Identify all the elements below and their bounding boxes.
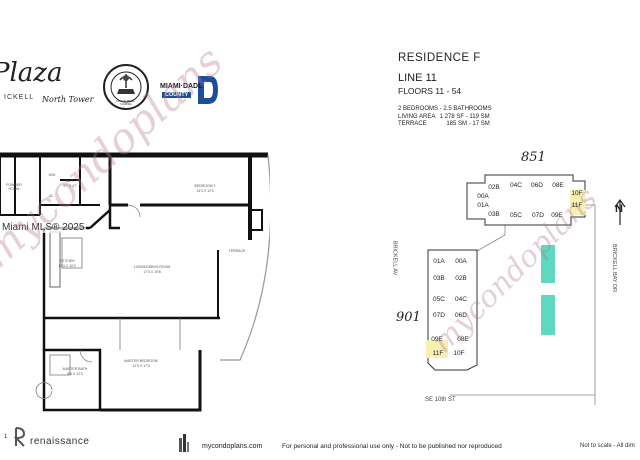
footer-disclaimer: For personal and professional use only -… xyxy=(282,443,502,450)
tower-name: North Tower xyxy=(42,95,94,104)
street-se-10th: SE 10th ST xyxy=(425,397,456,403)
residence-line: LINE 11 xyxy=(398,72,437,84)
room-kitchen-dim: 12'4 X 10'0 xyxy=(58,264,76,268)
unit-851-05c: 05C xyxy=(510,212,522,219)
street-brickell-av: BRICKELL AV xyxy=(391,240,398,276)
county-logo-line2: COUNTY xyxy=(162,92,192,98)
unit-851-08e: 08E xyxy=(552,182,564,189)
terrace-value: 185 SM - 17 SM xyxy=(446,121,490,127)
unit-901-08e: 08E xyxy=(457,336,469,343)
room-living-dining-dim: 17'0 X 19'8 xyxy=(143,270,161,274)
unit-851-02b: 02B xyxy=(488,184,500,191)
terrace-label: TERRACE xyxy=(398,121,427,127)
room-terrace: TERRACE xyxy=(228,249,246,253)
room-bedroom2-dim: 14'3 X 12'3 xyxy=(196,189,214,193)
room-master-bedroom-dim: 12'3 X 17'3 xyxy=(132,364,150,368)
living-area-value: 1 278 SF - 119 SM xyxy=(439,114,490,120)
residence-info: RESIDENCE F LINE 11 FLOORS 11 - 54 2 BED… xyxy=(398,52,618,127)
room-master-bedroom: MASTER BEDROOM xyxy=(124,359,158,363)
room-ac: AC xyxy=(48,194,54,198)
north-label: N xyxy=(615,203,623,215)
unit-901-04c: 04C xyxy=(455,296,467,303)
page-number: 1 xyxy=(4,434,8,440)
unit-901-11f: 11F xyxy=(432,350,444,357)
unit-851-04c: 04C xyxy=(510,182,522,189)
residence-title: RESIDENCE F xyxy=(398,52,481,64)
tower-label-901: 901 xyxy=(396,310,421,325)
unit-901-00a: 00A xyxy=(455,258,467,265)
plaza-logo-script: Plaza xyxy=(0,58,63,88)
unit-901-09e: 09E xyxy=(431,336,443,343)
room-living-dining: LIVING/DINING ROOM xyxy=(133,265,171,269)
county-logo-line1: MIAMI·DADE xyxy=(160,83,203,90)
unit-901-03b: 03B xyxy=(433,275,445,282)
residence-floors: FLOORS 11 - 54 xyxy=(398,86,462,96)
county-logo: MIAMI·DADE COUNTY xyxy=(160,76,218,104)
unit-901-05c: 05C xyxy=(433,296,445,303)
room-bath-dim: 5'7 X 4'7 xyxy=(63,184,77,188)
city-seal-text: CITY OF MIAMI · FLORIDA xyxy=(116,100,136,106)
plaza-logo-subtitle: ICKELL xyxy=(4,94,35,101)
residence-bed-bath: 2 BEDROOMS - 2.5 BATHROOMS xyxy=(398,106,492,112)
plaza-logo: Plaza ICKELL xyxy=(0,58,63,106)
unit-851-11f: 11F xyxy=(571,202,583,209)
footer-website: mycondoplans.com xyxy=(202,443,263,450)
unit-901-07d: 07D xyxy=(433,312,445,319)
living-area-row: LIVING AREA 1 278 SF - 119 SM xyxy=(398,114,618,120)
unit-851-07d: 07D xyxy=(532,212,544,219)
room-powder: POWDER ROOM xyxy=(6,183,22,191)
street-brickell-bay-dr: BRICKELL BAY DR xyxy=(610,244,617,292)
developer-name: renaissance xyxy=(30,436,90,447)
living-area-label: LIVING AREA xyxy=(398,114,436,120)
city-seal: CITY OF MIAMI · FLORIDA xyxy=(103,64,149,110)
renaissance-logo: renaissance xyxy=(14,426,104,450)
room-bath: BATH xyxy=(65,179,75,183)
room-kitchen: KITCHEN xyxy=(59,259,75,263)
unit-901-06d: 06D xyxy=(455,312,467,319)
room-wd: W/D xyxy=(48,173,56,177)
unit-851-10f: 10F xyxy=(571,190,583,197)
unit-851-03b: 03B xyxy=(488,211,500,218)
mycondoplans-logo xyxy=(178,434,190,457)
unit-851-06d: 06D xyxy=(531,182,543,189)
room-master-bath-dim: 8'8 X 12'3 xyxy=(67,372,83,376)
floor-plan: POWDER ROOM W/D AC BATH 5'7 X 4'7 BEDROO… xyxy=(0,150,270,415)
unit-901-01a: 01A xyxy=(433,258,445,265)
tower-label-851: 851 xyxy=(521,150,546,165)
not-to-scale-note: Not to scale - All dim xyxy=(580,443,635,449)
site-plan: 02B 04C 06D 08E 00A 01A 03B 05C 07D 09E … xyxy=(391,145,640,415)
unit-851-01a: 01A xyxy=(477,202,489,209)
unit-851-09e: 09E xyxy=(551,212,563,219)
terrace-row: TERRACE 185 SM - 17 SM xyxy=(398,121,618,127)
room-bedroom2: BEDROOM 2 xyxy=(194,184,216,188)
unit-901-02b: 02B xyxy=(455,275,467,282)
unit-901-10f: 10F xyxy=(453,350,465,357)
room-master-bath: MASTER BATH xyxy=(62,367,88,371)
unit-851-00a: 00A xyxy=(477,193,489,200)
